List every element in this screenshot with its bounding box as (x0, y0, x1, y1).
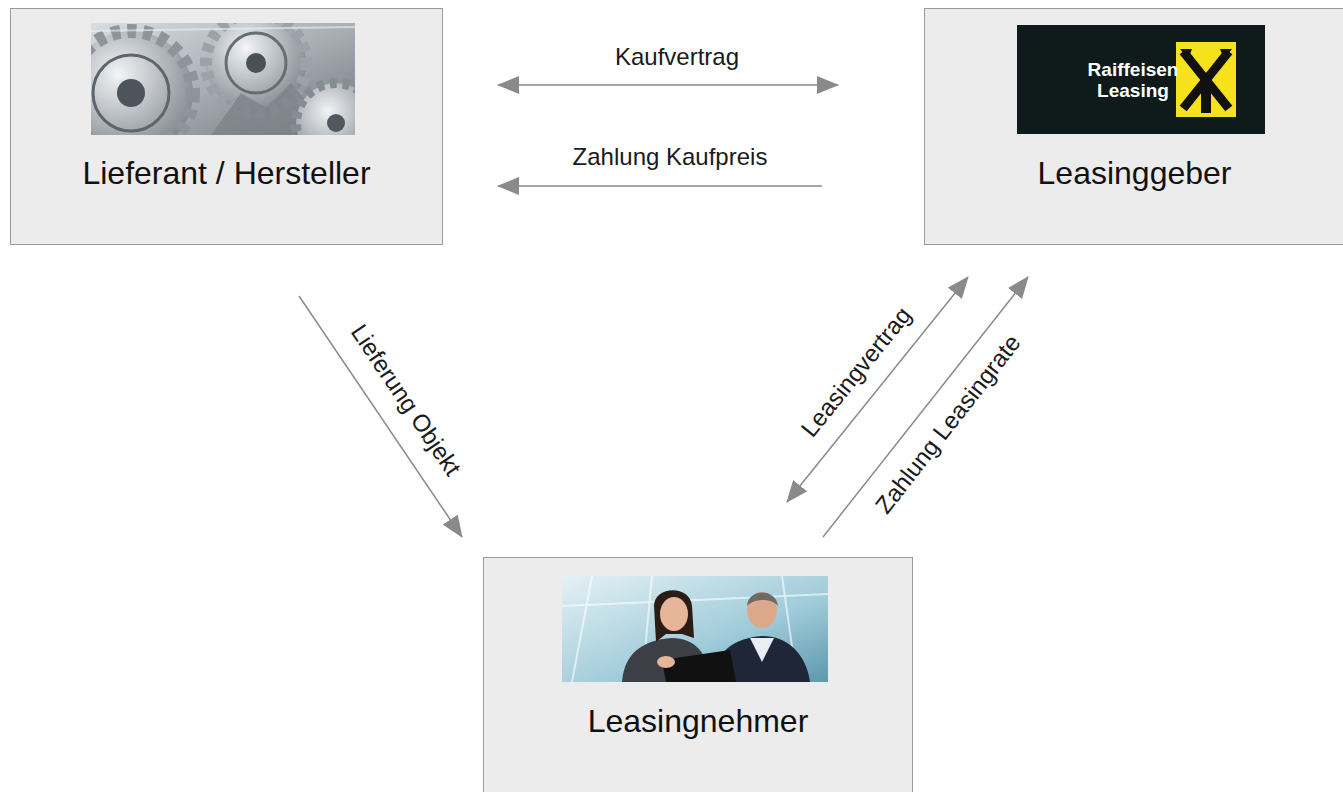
process-box: Lieferant / Hersteller (10, 8, 443, 245)
node-label: Leasinggeber (1038, 155, 1232, 192)
node-label: Lieferant / Hersteller (82, 155, 370, 192)
connector-arrow (498, 185, 822, 187)
process-box: Leasingnehmer (483, 557, 913, 792)
edge-label: Lieferung Objekt (345, 319, 466, 480)
node-label: Leasingnehmer (588, 703, 809, 740)
connector-arrow (299, 296, 462, 537)
edge-label: Zahlung Kaufpreis (573, 143, 768, 171)
process-box: Raiffeisen LeasingLeasinggeber (924, 8, 1343, 245)
connector-arrow (823, 277, 1028, 537)
edge-label: Leasingvertrag (795, 301, 916, 442)
logo-text: Raiffeisen Leasing (1083, 60, 1183, 101)
edge-label: Kaufvertrag (615, 43, 739, 71)
connector-arrow (498, 84, 838, 86)
people-photo (562, 576, 828, 682)
edge-label: Zahlung Leasingrate (869, 329, 1025, 518)
gear-illustration (91, 23, 355, 135)
